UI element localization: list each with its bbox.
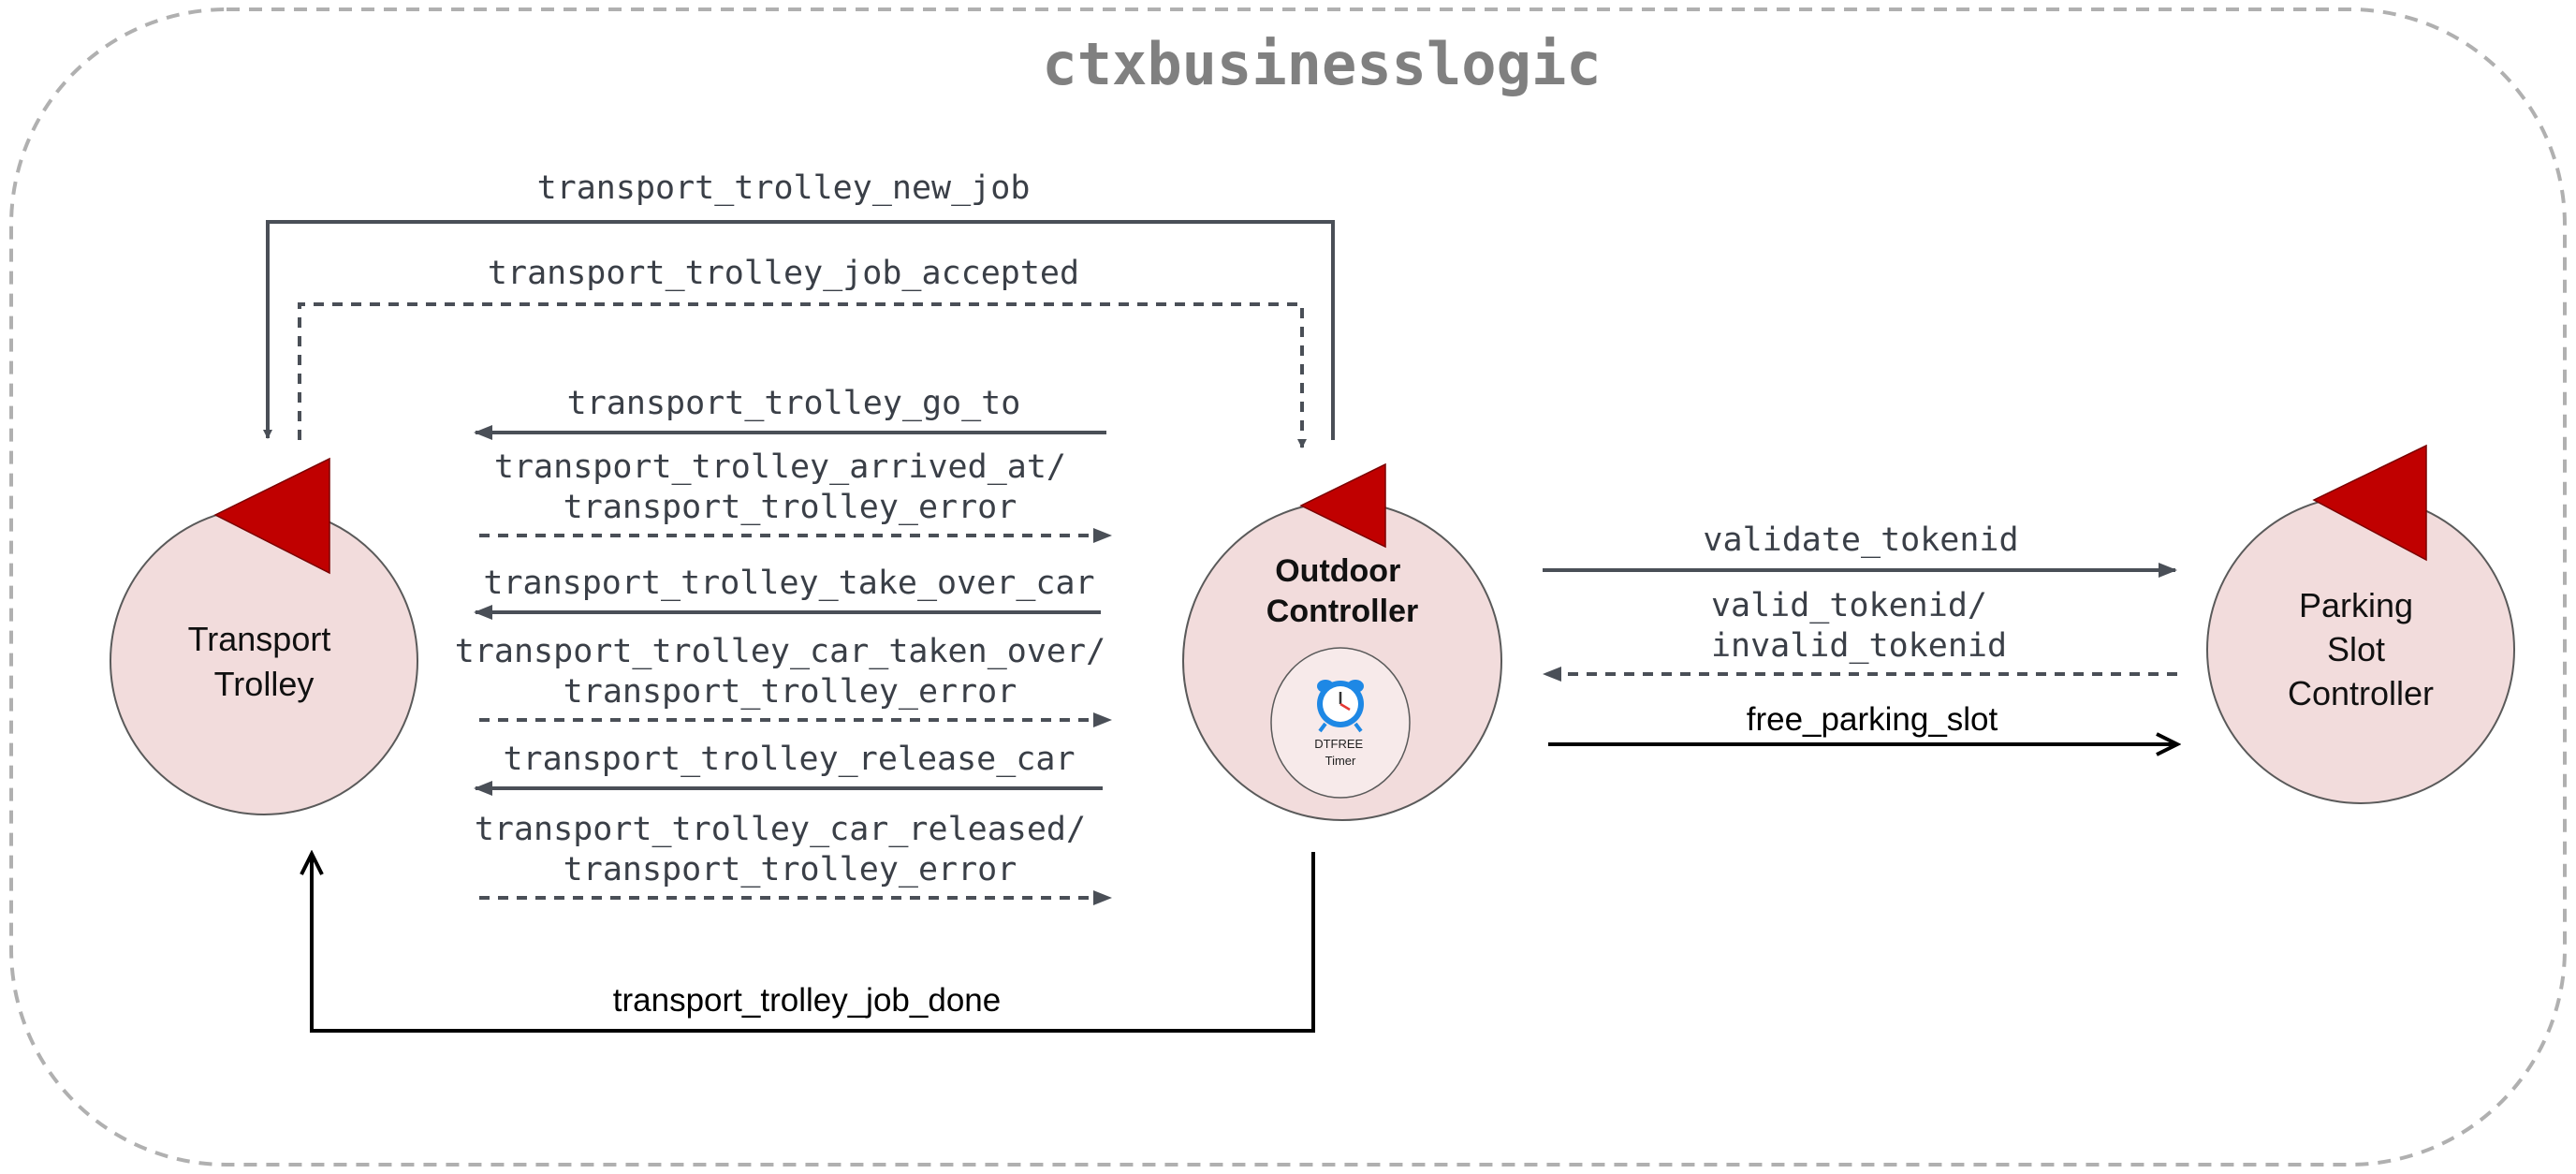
timer-label: DTFREE Timer [1314,737,1367,768]
context-title: ctxbusinesslogic [1042,30,1601,98]
message-arrived-at: transport_trolley_arrived_at/ transport_… [479,448,1112,543]
svg-text:free_parking_slot: free_parking_slot [1747,701,1998,738]
svg-text:transport_trolley_release_car: transport_trolley_release_car [503,741,1075,778]
message-go-to: transport_trolley_go_to [474,385,1106,440]
message-new-job: transport_trolley_new_job [263,169,1335,440]
svg-text:transport_trolley_arrived_at/: transport_trolley_arrived_at/ transport_… [494,448,1086,526]
svg-text:valid_tokenid/ invalid_t: valid_tokenid/ invalid_tokenid [1711,587,2007,665]
message-job-accepted: transport_trolley_job_accepted [298,255,1307,448]
outdoor-controller-node[interactable]: Outdoor Controller DTFREE Timer [1182,462,1502,821]
dtfree-timer[interactable]: DTFREE Timer [1270,647,1411,799]
outdoor-controller-label: Outdoor Controller [1266,553,1418,629]
svg-text:transport_trolley_new_job: transport_trolley_new_job [537,169,1031,207]
message-validate-tokenid: validate_tokenid [1543,521,2177,578]
message-release-car: transport_trolley_release_car [474,741,1103,796]
flag-icon [213,457,330,575]
context-boundary [9,7,2567,1167]
transport-trolley-label: Transport Trolley [188,620,341,703]
svg-text:transport_trolley_job_accepted: transport_trolley_job_accepted [488,255,1079,292]
message-take-over-car: transport_trolley_take_over_car [474,565,1101,620]
message-car-released: transport_trolley_car_released/ transpor… [475,811,1112,905]
parking-slot-controller-node[interactable]: Parking Slot Controller [2206,444,2515,804]
transport-trolley-node[interactable]: Transport Trolley [110,457,418,815]
svg-text:transport_trolley_job_done: transport_trolley_job_done [613,982,1001,1019]
flag-icon [1299,462,1386,549]
svg-text:transport_trolley_take_over_ca: transport_trolley_take_over_car [483,565,1094,602]
message-job-done: transport_trolley_job_done [312,852,1315,1033]
transport-trolley-circle [110,506,418,815]
flag-icon [2312,444,2427,562]
message-free-parking-slot: free_parking_slot [1548,701,2177,744]
parking-slot-controller-label: Parking Slot Controller [2288,586,2434,712]
svg-text:transport_trolley_car_released: transport_trolley_car_released/ transpor… [475,811,1105,888]
message-valid-tokenid: valid_tokenid/ invalid_tokenid [1543,587,2177,682]
alarm-clock-icon [1317,680,1364,733]
svg-text:transport_trolley_car_taken_ov: transport_trolley_car_taken_over/ transp… [455,633,1125,711]
message-car-taken-over: transport_trolley_car_taken_over/ transp… [455,633,1125,727]
svg-text:transport_trolley_go_to: transport_trolley_go_to [567,385,1021,422]
svg-text:validate_tokenid: validate_tokenid [1703,521,2018,559]
